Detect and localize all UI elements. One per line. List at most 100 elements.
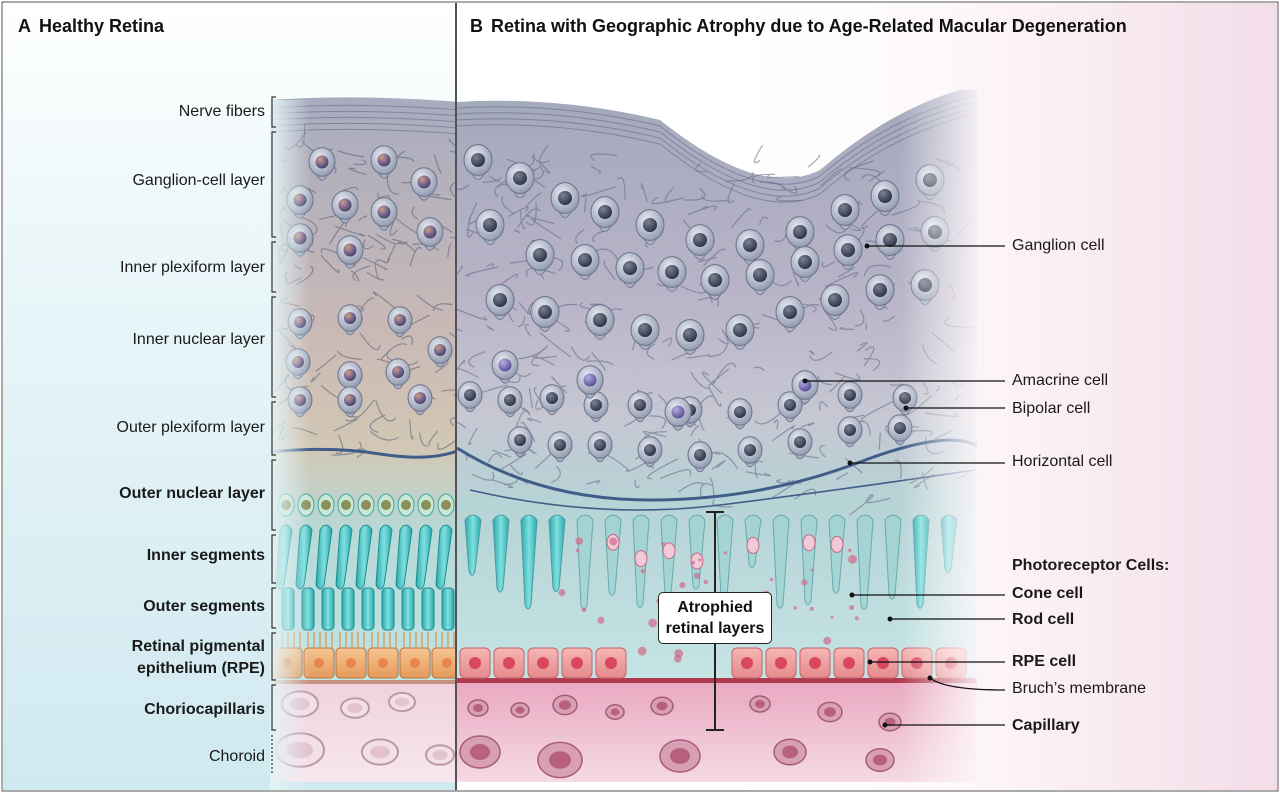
ganglion-neuron — [410, 167, 438, 201]
bipolar-neuron — [727, 398, 753, 430]
atrophy-callout: Atrophied retinal layers — [658, 592, 772, 644]
ganglion-neuron — [875, 224, 905, 260]
panel-a-letter: A — [18, 16, 31, 36]
ganglion-neuron — [657, 256, 687, 292]
photoreceptor-segment — [375, 524, 393, 590]
bipolar-neuron — [837, 381, 863, 413]
panel-a-title: A Healthy Retina — [18, 16, 164, 37]
bipolar-neuron — [587, 431, 613, 463]
photoreceptor-segment — [688, 514, 706, 590]
ganglion-neuron — [685, 224, 715, 260]
photoreceptor-segment — [828, 514, 846, 594]
photoreceptor-segment — [415, 524, 433, 590]
ganglion-neuron — [550, 182, 580, 219]
photoreceptor-segment — [435, 524, 453, 590]
photoreceptor-segment — [856, 514, 874, 611]
panel-a-title-text: Healthy Retina — [39, 16, 165, 36]
amacrine-neuron — [664, 397, 692, 431]
amacrine-neuron — [576, 365, 604, 399]
label-rpe-line1: Retinal pigmental — [131, 638, 265, 655]
inner-nuclear-neuron — [385, 358, 411, 390]
ganglion-neuron — [615, 252, 645, 288]
label-ganglion-cell-layer: Ganglion-cell layer — [132, 172, 265, 189]
bipolar-neuron — [457, 381, 483, 413]
ganglion-neuron — [485, 284, 515, 320]
ganglion-neuron — [336, 235, 364, 269]
ganglion-neuron — [630, 314, 660, 350]
label-photoreceptor-heading: Photoreceptor Cells: — [1012, 557, 1170, 574]
atrophy-callout-line2: retinal layers — [665, 620, 765, 637]
ganglion-neuron — [865, 274, 895, 310]
layer-brackets — [271, 96, 276, 775]
ganglion-neuron — [700, 264, 730, 300]
photoreceptor-segment — [464, 514, 482, 576]
ganglion-neuron — [745, 259, 775, 295]
bipolar-neuron — [687, 441, 713, 473]
inner-nuclear-neuron — [337, 304, 363, 336]
bipolar-neuron — [627, 391, 653, 423]
ganglion-neuron — [505, 162, 535, 199]
bipolar-neuron — [507, 426, 533, 458]
label-horizontal-cell: Horizontal cell — [1012, 453, 1113, 470]
photoreceptor-segment — [395, 524, 413, 590]
inner-nuclear-neuron — [427, 336, 453, 368]
label-amacrine-cell: Amacrine cell — [1012, 372, 1109, 389]
ganglion-neuron — [370, 145, 398, 179]
label-outer-plexiform-layer: Outer plexiform layer — [116, 419, 266, 436]
ganglion-neuron — [530, 296, 560, 332]
ganglion-neuron — [820, 284, 850, 320]
atrophy-callout-line1: Atrophied — [677, 599, 753, 616]
inner-nuclear-neuron — [337, 386, 363, 418]
ganglion-neuron — [833, 234, 863, 270]
leader-lines — [805, 245, 1006, 726]
amacrine-neuron — [791, 370, 819, 404]
photoreceptor-segment — [520, 514, 538, 610]
label-rpe-line2: epithelium (RPE) — [136, 660, 265, 677]
photoreceptor-segment — [355, 524, 373, 590]
ganglion-neuron — [735, 229, 765, 265]
ganglion-neuron — [790, 246, 820, 282]
ganglion-neuron — [570, 244, 600, 280]
bipolar-neuron — [547, 431, 573, 463]
label-nerve-fibers: Nerve fibers — [178, 103, 265, 120]
ganglion-neuron — [725, 314, 755, 350]
label-outer-segments: Outer segments — [143, 598, 265, 615]
label-outer-nuclear-layer: Outer nuclear layer — [119, 485, 265, 502]
label-inner-segments: Inner segments — [146, 547, 265, 564]
ganglion-neuron — [525, 239, 555, 275]
label-capillary: Capillary — [1012, 717, 1080, 734]
ganglion-neuron — [635, 209, 665, 246]
ganglion-neuron — [308, 147, 336, 181]
label-rod-cell: Rod cell — [1012, 611, 1075, 628]
bipolar-neuron — [497, 386, 523, 418]
inner-nuclear-neuron — [387, 306, 413, 338]
bipolar-neuron — [637, 436, 663, 468]
label-inner-nuclear-layer: Inner nuclear layer — [132, 331, 265, 348]
ganglion-neuron — [590, 196, 620, 233]
atrophy-retina-tissue — [457, 90, 977, 790]
photoreceptor-segment — [315, 524, 333, 590]
ganglion-neuron — [830, 194, 860, 231]
ganglion-neuron — [675, 319, 705, 355]
label-inner-plexiform-layer: Inner plexiform layer — [120, 259, 265, 276]
bipolar-neuron — [837, 416, 863, 448]
label-choriocapillaris: Choriocapillaris — [144, 701, 265, 718]
ganglion-neuron — [370, 197, 398, 231]
ganglion-neuron — [463, 144, 493, 181]
amacrine-neuron — [491, 350, 519, 384]
label-ganglion-cell: Ganglion cell — [1012, 237, 1105, 254]
bipolar-neuron — [787, 428, 813, 460]
ganglion-neuron — [475, 209, 505, 246]
photoreceptor-segment — [604, 514, 622, 596]
bipolar-neuron — [737, 436, 763, 468]
label-cone-cell: Cone cell — [1012, 585, 1084, 602]
bipolar-neuron — [777, 391, 803, 423]
healthy-retina-tissue — [270, 97, 455, 790]
ganglion-neuron — [331, 190, 359, 224]
label-rpe-cell: RPE cell — [1012, 653, 1077, 670]
bipolar-neuron — [539, 384, 565, 416]
